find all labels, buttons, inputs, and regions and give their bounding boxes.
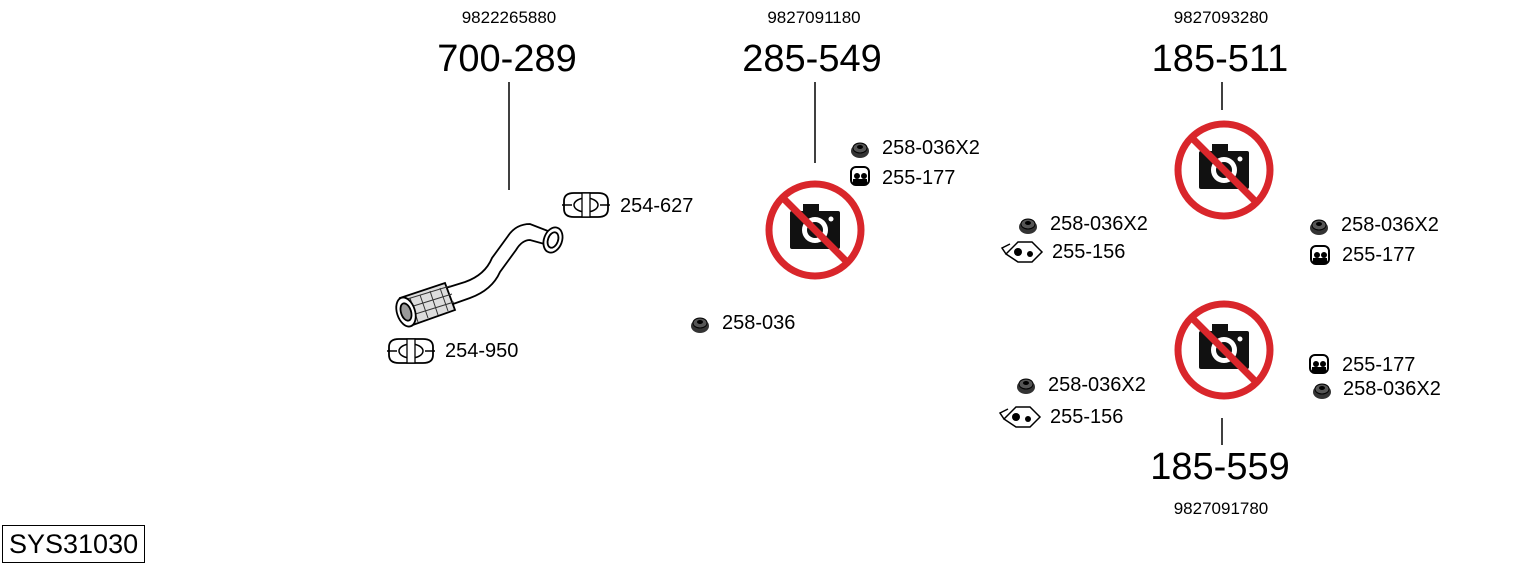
part-number[interactable]: 185-559 xyxy=(1150,446,1290,488)
rubber-hanger-icon xyxy=(1309,354,1329,374)
accessory-label[interactable]: 258-036 xyxy=(722,312,796,334)
no-camera-icon xyxy=(1178,124,1270,216)
accessory-label[interactable]: 255-156 xyxy=(1050,406,1124,428)
accessory-label[interactable]: 258-036X2 xyxy=(1343,378,1441,400)
part-number[interactable]: 185-511 xyxy=(1151,38,1289,80)
mount-bracket-icon xyxy=(1001,241,1043,263)
nut-icon xyxy=(850,142,870,159)
oe-number: 9822265880 xyxy=(461,8,557,27)
clamp-icon xyxy=(386,338,436,364)
nut-icon xyxy=(1018,218,1038,235)
accessory-label[interactable]: 254-627 xyxy=(620,195,694,217)
no-camera-icon xyxy=(1178,304,1270,396)
nut-icon xyxy=(1309,219,1329,236)
oe-number: 9827093280 xyxy=(1173,8,1269,27)
rubber-hanger-icon xyxy=(1310,245,1330,265)
nut-icon xyxy=(690,317,710,334)
system-id: SYS31030 xyxy=(2,525,146,563)
rubber-hanger-icon xyxy=(850,166,870,186)
nut-icon xyxy=(1016,378,1036,395)
accessory-label[interactable]: 255-177 xyxy=(1342,354,1416,376)
accessory-label[interactable]: 258-036X2 xyxy=(882,137,980,159)
oe-number: 9827091180 xyxy=(767,8,861,27)
nut-icon xyxy=(1312,383,1332,400)
accessory-label[interactable]: 255-177 xyxy=(882,167,956,189)
part-number[interactable]: 700-289 xyxy=(437,38,577,80)
oe-number: 9827091780 xyxy=(1173,499,1269,518)
mount-bracket-icon xyxy=(999,406,1041,428)
accessory-label[interactable]: 255-156 xyxy=(1052,241,1126,263)
front-pipe-drawing xyxy=(395,223,564,328)
no-camera-icon xyxy=(769,184,861,276)
accessory-label[interactable]: 258-036X2 xyxy=(1050,213,1148,235)
accessory-label[interactable]: 254-950 xyxy=(445,340,519,362)
accessory-label[interactable]: 258-036X2 xyxy=(1048,374,1146,396)
accessory-label[interactable]: 258-036X2 xyxy=(1341,214,1439,236)
clamp-icon xyxy=(561,192,611,218)
accessory-label[interactable]: 255-177 xyxy=(1342,244,1416,266)
part-number[interactable]: 285-549 xyxy=(742,38,882,80)
